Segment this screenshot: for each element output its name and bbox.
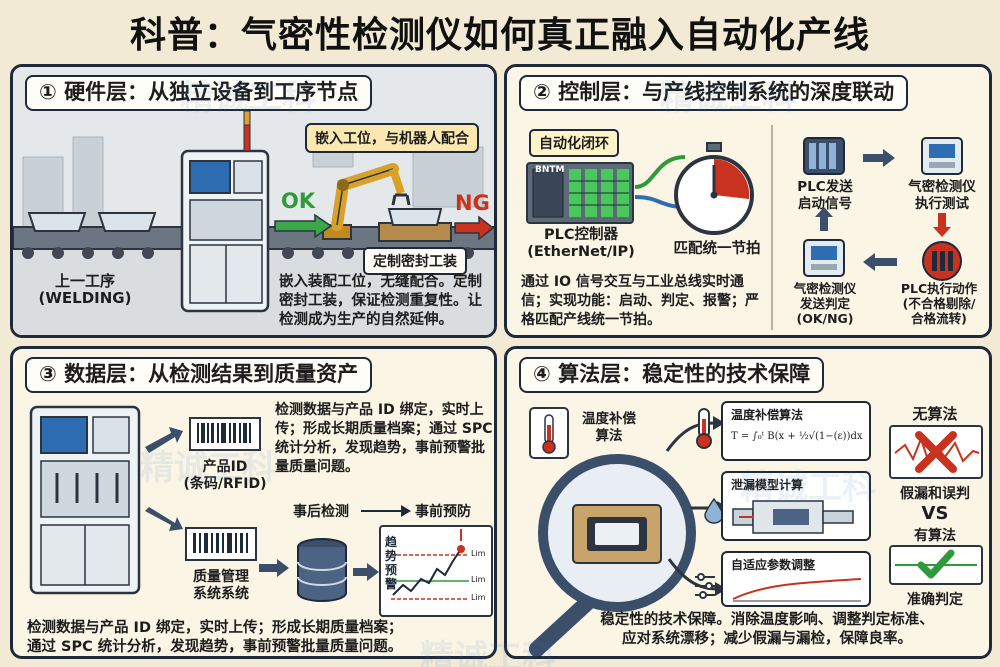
- post-check-label: 事后检测: [293, 504, 349, 520]
- vs-label: VS: [921, 503, 949, 524]
- previous-process-label: 上一工序 (WELDING): [38, 272, 132, 307]
- lim-label-lower: Lim: [471, 593, 486, 602]
- plc-brand: BNTM: [535, 165, 565, 175]
- panel4-title: ④ 算法层：稳定性的技术保障: [519, 357, 825, 393]
- flow-arrow-right-icon: [863, 149, 895, 167]
- flow-step-plc-start: PLC发送 启动信号: [797, 179, 853, 212]
- ok-label: OK: [281, 189, 316, 213]
- algo-arrow-icon: [665, 416, 725, 452]
- tester-step-icon: [921, 137, 963, 175]
- leak-tester-machine: [29, 405, 141, 595]
- flow-step-plc-action: PLC执行动作 (不合格剔除/ 合格流转): [900, 281, 978, 326]
- transition-arrow-icon: [361, 505, 411, 517]
- accurate-label: 准确判定: [907, 592, 963, 608]
- barcode-icon: [189, 417, 261, 451]
- with-algo-chart: [889, 545, 983, 585]
- trend-warning-chart: [379, 525, 493, 617]
- with-algo-label: 有算法: [914, 528, 956, 544]
- flow-arrow-left-icon: [863, 253, 897, 271]
- automation-loop-tag: 自动化闭环: [529, 129, 619, 157]
- adaptive-param-box: 自适应参数调整: [721, 551, 871, 607]
- sealing-fixture-icon: [378, 208, 452, 242]
- panel2-divider: [771, 125, 773, 330]
- magnifier-icon: [529, 454, 696, 656]
- flow-step-tester-judge: 气密检测仪 发送判定 (OK/NG): [793, 281, 857, 326]
- panel2-title: ② 控制层：与产线控制系统的深度联动: [519, 75, 909, 111]
- panel3-description-top: 检测数据与产品 ID 绑定，实时上传；形成长期质量档案；通过 SPC 统计分析，…: [275, 402, 493, 475]
- leak-model-diagram: [732, 500, 854, 534]
- panel-hardware-layer: ① 硬件层：从独立设备到工序节点 嵌入工位，与机器人配合: [10, 64, 497, 338]
- leak-tester-machine: [180, 110, 270, 313]
- lim-label-mid: Lim: [471, 575, 486, 584]
- pre-prevent-label: 事前预防: [415, 504, 471, 520]
- panel-control-layer: ② 控制层：与产线控制系统的深度联动 自动化闭环 BNTM PLC控制器 (Et…: [504, 64, 992, 338]
- page-title: 科普：气密性检测仪如何真正融入自动化产线: [129, 15, 870, 56]
- plc-step-icon: [803, 137, 845, 175]
- panel1-description: 嵌入装配工位，无缝配合。定制密封工装，保证检测重复性。让检测成为生产的自然延伸。: [279, 274, 482, 328]
- ok-arrow-icon: [274, 213, 333, 239]
- fixture-label: 定制密封工装: [363, 247, 467, 275]
- leak-model-box: 泄漏模型计算: [721, 471, 871, 541]
- leak-model-box-title: 泄漏模型计算: [731, 478, 804, 492]
- adaptive-param-box-title: 自适应参数调整: [731, 558, 816, 572]
- timer-label: 匹配统一节拍: [673, 241, 761, 257]
- flow-arrow-up-icon: [815, 207, 833, 231]
- adaptive-curve: [732, 578, 862, 602]
- qms-label: 质量管理 系统系统: [193, 569, 249, 602]
- ng-label: NG: [455, 191, 490, 215]
- plc-action-icon: [922, 241, 962, 281]
- data-arrow-icon: [145, 427, 183, 453]
- no-algo-chart: [889, 425, 983, 479]
- stopwatch-icon: [674, 142, 754, 235]
- workpiece-tray-icon: [97, 212, 157, 232]
- data-arrow-icon: [145, 507, 183, 531]
- temp-comp-box-title: 温度补偿算法: [731, 408, 804, 422]
- plc-controller-label: PLC控制器 (EtherNet/IP): [527, 227, 635, 260]
- formula-text: T = ∫₀ᵗ B(x + ½√(1−(ε))dx: [731, 431, 863, 442]
- no-algo-label: 无算法: [912, 405, 958, 423]
- panel2-description: 通过 IO 信号交互与工业总线实时通信；实现功能：启动、判定、报警；严格匹配产线…: [521, 274, 759, 328]
- slider-adjust-icon: [695, 573, 715, 599]
- panel-data-layer: ③ 数据层：从检测结果到质量资产 产品ID (条码/RFID) 质量管理 系统系…: [10, 346, 497, 659]
- data-arrow-right-icon: [259, 559, 289, 577]
- panel3-description-bottom: 检测数据与产品 ID 绑定，实时上传；形成长期质量档案； 通过 SPC 统计分析…: [27, 620, 403, 655]
- panel4-description: 稳定性的技术保障。消除温度影响、调整判定标准、 应对系统漂移；减少假漏与漏检，保…: [600, 612, 934, 647]
- panel-algorithm-layer: ④ 算法层：稳定性的技术保障 温度补偿 算法: [504, 346, 992, 659]
- qms-barcode-icon: [185, 527, 257, 561]
- plc-controller-icon: [526, 162, 634, 224]
- database-icon: [297, 538, 347, 602]
- product-id-label: 产品ID (条码/RFID): [183, 459, 267, 492]
- robot-arm-icon: [322, 163, 411, 240]
- robot-callout: 嵌入工位，与机器人配合: [305, 123, 479, 153]
- flow-arrow-down-icon: [933, 213, 951, 237]
- false-judge-label: 假漏和误判: [900, 486, 970, 502]
- tester-judge-icon: [803, 239, 845, 277]
- temp-comp-box: 温度补偿算法 T = ∫₀ᵗ B(x + ½√(1−(ε))dx: [721, 401, 871, 461]
- trend-warning-label: 趋势预警: [385, 535, 398, 591]
- panel1-title: ① 硬件层：从独立设备到工序节点: [25, 75, 373, 111]
- temp-comp-label: 温度补偿 算法: [582, 411, 636, 444]
- panel3-title: ③ 数据层：从检测结果到质量资产: [25, 357, 373, 393]
- lim-label-upper: Lim: [471, 549, 486, 558]
- thermometer-icon: [529, 407, 569, 459]
- thermometer-icon: [696, 408, 712, 449]
- ng-arrow-icon: [454, 215, 494, 241]
- flow-step-tester-run: 气密检测仪 执行测试: [908, 179, 976, 212]
- data-arrow-right-icon: [353, 563, 379, 581]
- workpiece-tray-icon: [27, 212, 87, 232]
